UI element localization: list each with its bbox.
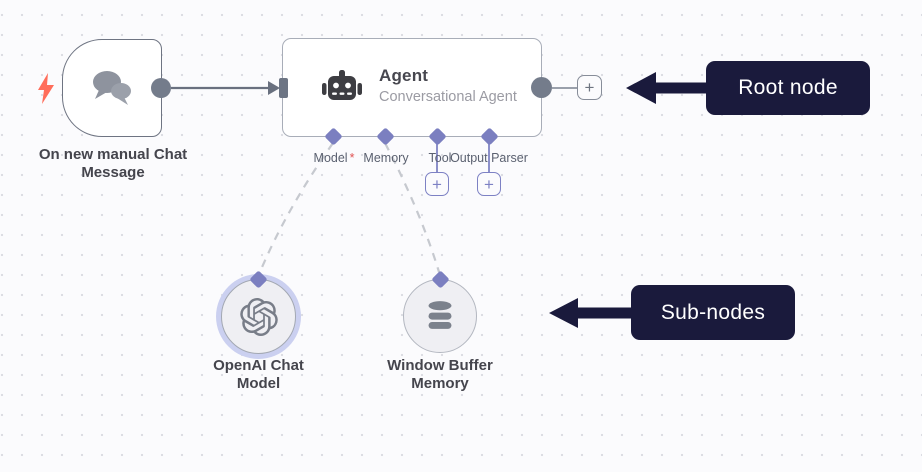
openai-chat-model-node[interactable]	[221, 279, 296, 354]
database-icon	[428, 300, 452, 329]
trigger-output-handle[interactable]	[151, 78, 171, 98]
agent-model-port-label: Model*	[313, 151, 355, 165]
required-marker: *	[349, 151, 355, 165]
add-tool-button[interactable]: +	[425, 172, 449, 196]
add-next-node-button[interactable]: +	[577, 75, 602, 100]
root-node-arrow-icon	[626, 72, 706, 104]
root-node-annotation-label: Root node	[738, 76, 838, 99]
plus-icon: +	[484, 174, 494, 194]
chat-bubbles-icon	[93, 71, 131, 105]
add-output-parser-button[interactable]: +	[477, 172, 501, 196]
window-buffer-memory-node[interactable]	[403, 279, 477, 353]
plus-icon: +	[584, 78, 595, 97]
root-node-annotation: Root node	[706, 61, 870, 115]
plus-icon: +	[432, 174, 442, 194]
agent-node[interactable]: Agent Conversational Agent	[282, 38, 542, 137]
lightning-bolt-icon	[38, 73, 54, 104]
agent-output-handle[interactable]	[531, 77, 552, 98]
buffer-node-label: Window Buffer Memory	[387, 357, 493, 393]
openai-logo-icon	[239, 297, 278, 336]
sub-nodes-annotation: Sub-nodes	[631, 285, 795, 340]
agent-node-subtitle: Conversational Agent	[379, 89, 517, 105]
trigger-node[interactable]	[62, 39, 162, 137]
openai-node-label: OpenAI Chat Model	[213, 357, 304, 393]
robot-icon	[319, 67, 365, 109]
agent-input-handle[interactable]	[279, 78, 288, 98]
agent-node-title: Agent	[379, 66, 429, 85]
sub-nodes-arrow-icon	[549, 298, 631, 328]
agent-tool-port-label: Tool	[428, 151, 452, 165]
agent-memory-port-label: Memory	[363, 151, 409, 165]
trigger-node-label: On new manual Chat Message	[38, 146, 188, 182]
sub-nodes-annotation-label: Sub-nodes	[660, 300, 766, 324]
agent-output-parser-port-label: Output Parser	[450, 151, 528, 165]
